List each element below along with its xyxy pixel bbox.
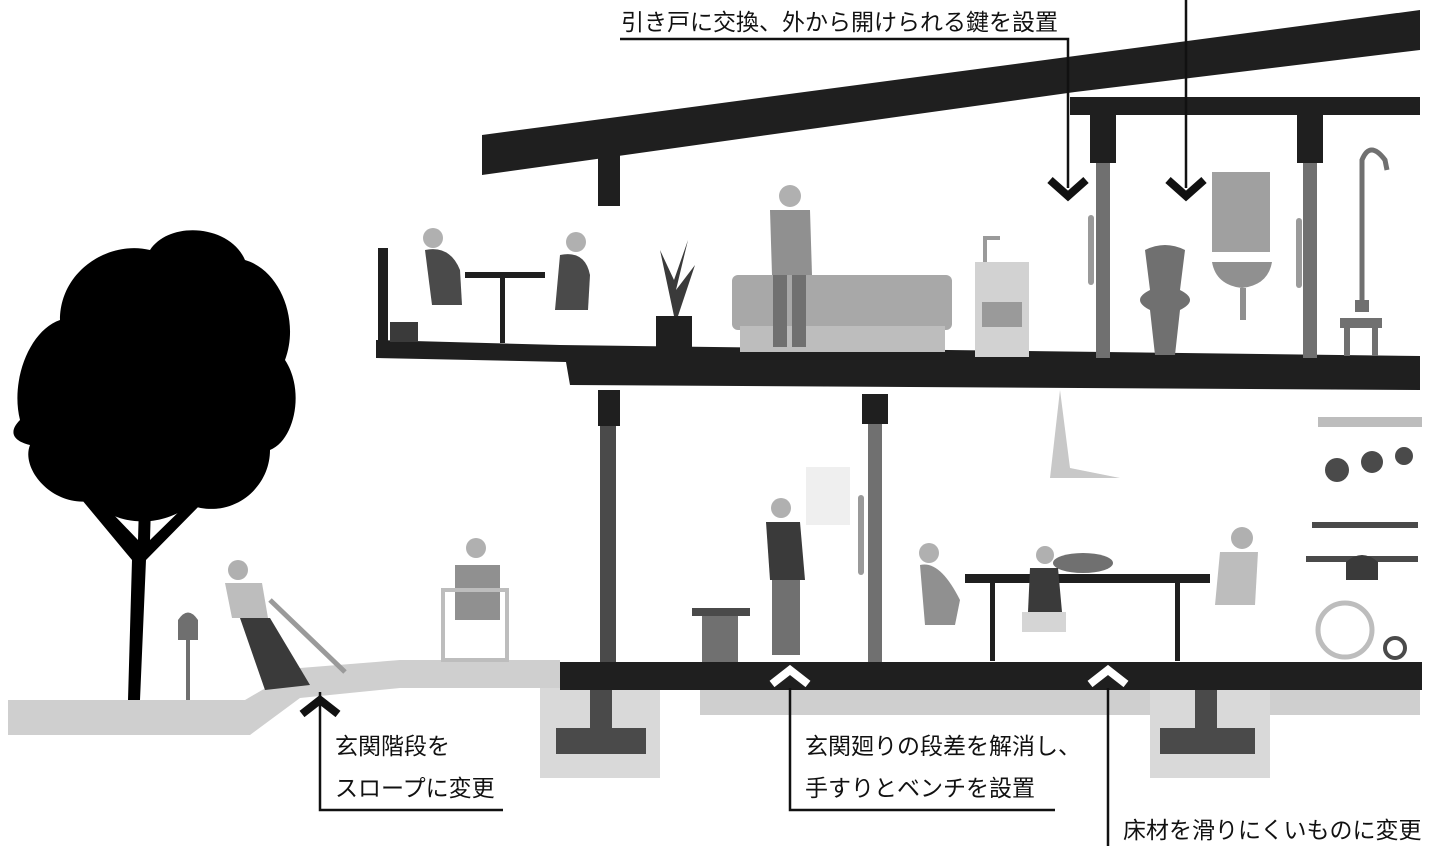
upper-floor [376, 248, 1420, 390]
chevron-up-icon [299, 694, 341, 718]
label-entrance-line2: 手すりとベンチを設置 [805, 776, 1035, 802]
label-slope-line1: 玄関階段を [335, 734, 450, 760]
foundation [556, 688, 1255, 754]
chevron-markers [299, 177, 1207, 718]
upstairs-furniture [390, 147, 1390, 357]
chevron-up-icon [769, 664, 811, 688]
label-slope-line2: スロープに変更 [335, 776, 495, 802]
label-sliding-door: 引き戸に交換、外から開けられる鍵を設置 [621, 10, 1058, 36]
annotation-lines [318, 0, 1188, 846]
chevron-up-icon [1087, 664, 1129, 688]
ground-floor-slab [560, 662, 1422, 690]
upstairs-figures [423, 185, 812, 347]
label-floor: 床材を滑りにくいものに変更 [1123, 818, 1422, 844]
shovel [178, 612, 198, 700]
chevron-down-icon [1165, 177, 1207, 202]
label-entrance-line1: 玄関廻りの段差を解消し、 [805, 734, 1081, 760]
chevron-down-icon [1047, 177, 1089, 202]
tree [13, 230, 296, 700]
kitchen [1306, 417, 1422, 660]
columns [598, 115, 1323, 664]
ground-floor-scene [225, 390, 1258, 690]
